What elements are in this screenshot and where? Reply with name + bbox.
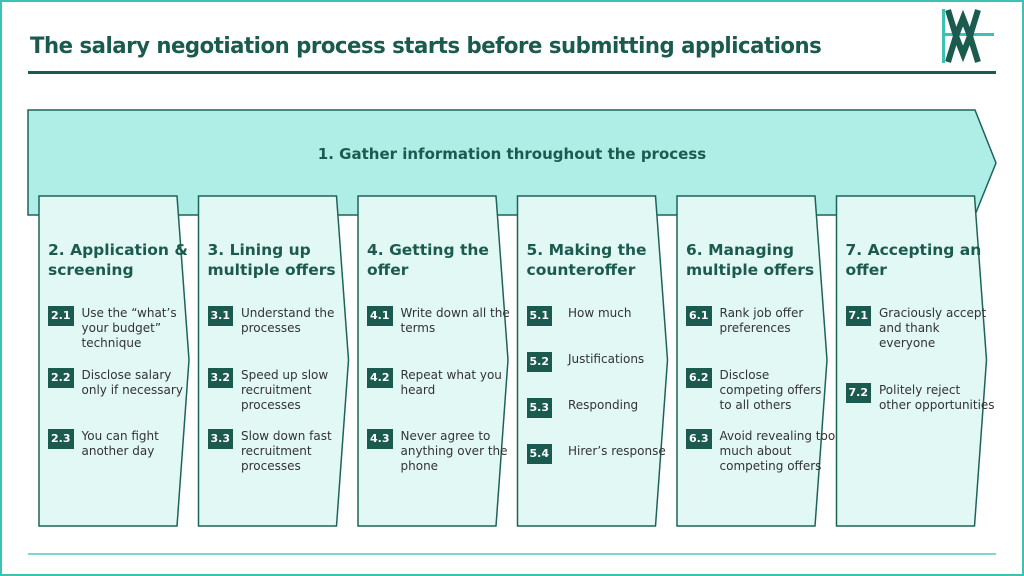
step-text: Politely reject other opportunities [879,383,995,412]
step-number-badge: 6.2 [686,368,712,388]
list-item: 4.1 Write down all the terms [367,306,517,336]
step-number-badge: 4.1 [367,306,393,326]
stage-panel [516,195,669,527]
step-number-badge: 5.3 [526,398,552,418]
step-text: Understand the processes [241,306,335,335]
stage-7: 7. Accepting an offer 7.1 Graciously accep… [845,240,996,412]
list-item: 5.3 Responding [526,398,677,418]
stage-2: 2. Application & screening 2.1 Use the “wh… [48,240,198,458]
footer-divider [28,553,996,555]
step-text: Responding [568,398,639,412]
list-item: 3.1 Understand the processes [207,306,358,336]
step-number-badge: 2.3 [48,429,74,449]
step-text: How much [568,306,632,320]
step-text: Use the “what’s your budget” technique [81,306,177,350]
step-text: Disclose competing offers to all others [719,368,822,412]
stage-title: 5. Making the counteroffer [526,241,647,279]
gather-arrow [27,109,997,216]
list-item: 6.3 Avoid revealing too much about compet… [686,429,836,474]
step-number-badge: 6.3 [686,429,712,449]
wm-logo-icon [942,9,994,63]
step-text: Speed up slow recruitment processes [241,368,329,412]
list-item: 5.4 Hirer’s response [526,444,677,464]
list-item: 3.3 Slow down fast recruitment processes [207,429,358,474]
list-item: 6.1 Rank job offer preferences [686,306,836,336]
step-text: Hirer’s response [568,444,666,458]
list-item: 3.2 Speed up slow recruitment processes [207,368,358,413]
list-item: 2.3 You can fight another day [48,429,198,459]
step-number-badge: 4.3 [367,429,393,449]
step-number-badge: 2.2 [48,368,74,388]
step-number-badge: 2.1 [48,306,74,326]
list-item: 4.3 Never agree to anything over the phon… [367,429,517,474]
step-text: Write down all the terms [400,306,510,335]
step-number-badge: 3.1 [207,306,233,326]
step-text: Avoid revealing too much about competing… [719,429,836,473]
stage-3: 3. Lining up multiple offers 3.1 Understan… [207,240,358,473]
page-title: The salary negotiation process starts be… [30,34,822,59]
step-text: Graciously accept and thank everyone [879,306,987,350]
step-number-badge: 4.2 [367,368,393,388]
gather-arrow-label: 1. Gather information throughout the pro… [317,145,707,163]
step-number-badge: 3.3 [207,429,233,449]
step-number-badge: 3.2 [207,368,233,388]
list-item: 2.1 Use the “what’s your budget” techniqu… [48,306,198,351]
stage-title: 4. Getting the offer [367,241,489,279]
step-text: You can fight another day [81,429,159,458]
stage-panel [676,195,828,527]
stage-title: 3. Lining up multiple offers [207,241,336,279]
stage-panel [835,195,988,527]
step-number-badge: 6.1 [686,306,712,326]
list-item: 7.1 Graciously accept and thank everyone [845,306,996,351]
stage-4: 4. Getting the offer 4.1 Write down all th… [367,240,517,473]
step-text: Disclose salary only if necessary [81,368,183,397]
step-text: Repeat what you heard [400,368,502,397]
stage-panel [357,195,509,527]
step-text: Never agree to anything over the phone [400,429,508,473]
list-item: 7.2 Politely reject other opportunities [845,383,996,413]
list-item: 5.2 Justifications [526,352,677,372]
step-number-badge: 7.1 [845,306,871,326]
list-item: 5.1 How much [526,306,677,326]
stage-title: 7. Accepting an offer [845,241,982,279]
list-item: 2.2 Disclose salary only if necessary [48,368,198,398]
stage-6: 6. Managing multiple offers 6.1 Rank job o… [686,240,836,473]
step-text: Rank job offer preferences [719,306,804,335]
step-number-badge: 5.1 [526,306,552,326]
step-number-badge: 7.2 [845,383,871,403]
list-item: 4.2 Repeat what you heard [367,368,517,398]
stage-panel [38,195,190,527]
step-number-badge: 5.2 [526,352,552,372]
stage-5: 5. Making the counteroffer 5.1 How much 5.2… [526,240,677,464]
stage-panel [197,195,350,527]
step-text: Slow down fast recruitment processes [241,429,332,473]
step-number-badge: 5.4 [526,444,552,464]
list-item: 6.2 Disclose competing offers to all othe… [686,368,836,413]
step-text: Justifications [568,352,645,366]
stage-title: 2. Application & screening [48,241,188,279]
stage-title: 6. Managing multiple offers [686,241,815,279]
title-divider [28,71,996,74]
